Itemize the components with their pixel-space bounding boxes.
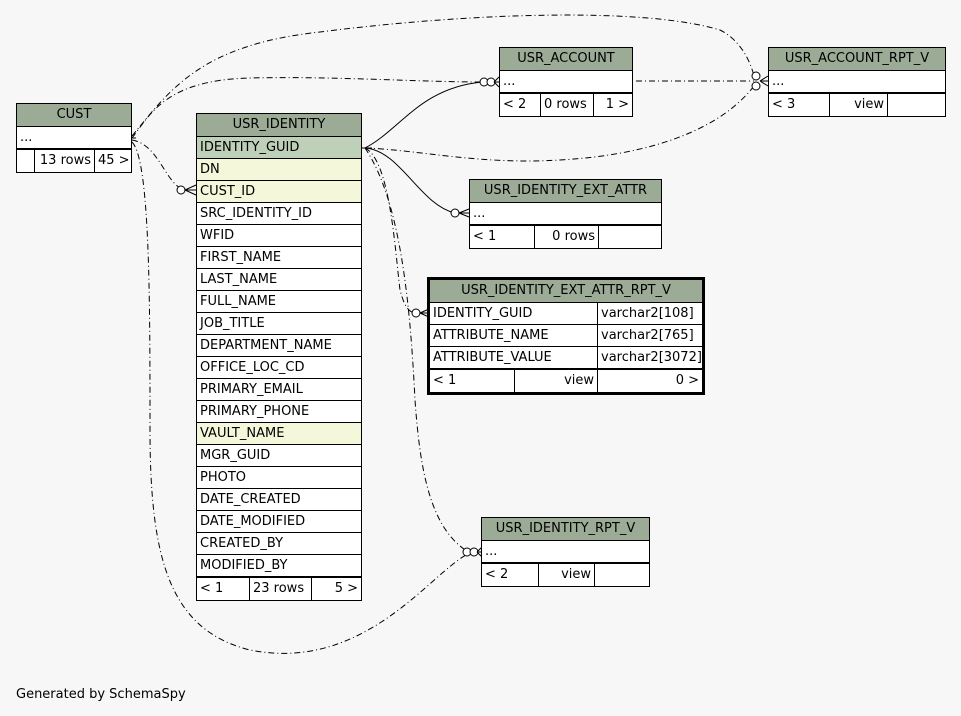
column-row: CUST_ID xyxy=(197,181,361,203)
table-usr-identity-ext-attr-header[interactable]: USR_IDENTITY_EXT_ATTR xyxy=(470,180,661,203)
table-cust-header[interactable]: CUST xyxy=(17,104,131,127)
table-usr-account-rpt-v-footer: < 3 view xyxy=(769,93,945,116)
edge-cust-to-usr-identity-rpt-v xyxy=(131,141,471,654)
column-row: IDENTITY_GUID xyxy=(197,137,361,159)
row-count: 0 rows xyxy=(534,226,598,248)
edge-cust-to-usr-account xyxy=(131,77,483,139)
parents-count: < 2 xyxy=(485,567,509,582)
table-usr-identity-rpt-v-footer: < 2 view xyxy=(482,563,649,586)
edge-usr-identity-to-usr-account-rpt-v xyxy=(364,85,755,162)
table-type: view xyxy=(829,94,887,116)
children-count: 5 > xyxy=(311,578,361,600)
column-name: ATTRIBUTE_VALUE xyxy=(433,350,552,365)
table-usr-account-header[interactable]: USR_ACCOUNT xyxy=(500,48,632,71)
column-row: DN xyxy=(197,159,361,181)
marker-ext-attr-rpt-v xyxy=(411,308,421,318)
edge-usr-identity-to-usr-account xyxy=(364,81,483,149)
column-row: VAULT_NAME xyxy=(197,423,361,445)
edge-cust-to-usr-identity xyxy=(131,139,186,191)
column-name: ATTRIBUTE_NAME xyxy=(433,328,549,343)
column-row: IDENTITY_GUID varchar2[108] xyxy=(430,303,702,325)
column-name: IDENTITY_GUID xyxy=(433,306,533,321)
marker-usr-identity-rpt-v-b xyxy=(469,547,479,557)
table-usr-identity-ext-attr-rpt-v-footer: < 1 view 0 > xyxy=(430,369,702,392)
marker-usr-identity-cust-id xyxy=(176,185,186,195)
table-usr-identity-rpt-v-row: ... xyxy=(482,541,649,563)
column-row: PHOTO xyxy=(197,467,361,489)
column-row: MGR_GUID xyxy=(197,445,361,467)
parents-count: < 1 xyxy=(200,581,224,596)
parents-count: < 3 xyxy=(772,97,796,112)
column-row: OFFICE_LOC_CD xyxy=(197,357,361,379)
crowfoot-usr-identity xyxy=(184,184,197,196)
children-count: 1 > xyxy=(593,94,632,116)
column-type: varchar2[108] xyxy=(597,303,702,324)
edge-usr-identity-to-usr-identity-rpt-v xyxy=(364,147,471,554)
table-type: view xyxy=(538,564,594,586)
table-usr-identity-rpt-v[interactable]: USR_IDENTITY_RPT_V ... < 2 view xyxy=(481,517,650,587)
marker-ext-attr xyxy=(450,208,460,218)
marker-usr-account-rpt-v-a xyxy=(751,71,761,81)
column-row: MODIFIED_BY xyxy=(197,555,361,577)
table-usr-identity-ext-attr-rpt-v-header[interactable]: USR_IDENTITY_EXT_ATTR_RPT_V xyxy=(430,280,702,303)
table-usr-account-rpt-v[interactable]: USR_ACCOUNT_RPT_V ... < 3 view xyxy=(768,47,946,117)
column-row: ATTRIBUTE_VALUE varchar2[3072] xyxy=(430,347,702,369)
crowfoot-usr-account-rpt-v xyxy=(759,75,769,87)
table-cust-row: ... xyxy=(17,127,131,149)
parents-count: < 1 xyxy=(433,373,457,388)
table-type: view xyxy=(514,370,597,392)
generated-by-note: Generated by SchemaSpy xyxy=(16,687,186,702)
table-usr-identity-ext-attr[interactable]: USR_IDENTITY_EXT_ATTR ... < 1 0 rows xyxy=(469,179,662,249)
column-type: varchar2[765] xyxy=(597,325,702,346)
table-usr-identity-ext-attr-footer: < 1 0 rows xyxy=(470,225,661,248)
table-usr-account[interactable]: USR_ACCOUNT ... < 2 0 rows 1 > xyxy=(499,47,633,117)
column-row: SRC_IDENTITY_ID xyxy=(197,203,361,225)
crowfoot-usr-account xyxy=(493,76,500,88)
column-row: FIRST_NAME xyxy=(197,247,361,269)
column-row: WFID xyxy=(197,225,361,247)
table-usr-account-rpt-v-header[interactable]: USR_ACCOUNT_RPT_V xyxy=(769,48,945,71)
table-usr-identity-rpt-v-header[interactable]: USR_IDENTITY_RPT_V xyxy=(482,518,649,541)
table-usr-identity-ext-attr-row: ... xyxy=(470,203,661,225)
row-count: 13 rows xyxy=(34,150,94,172)
table-usr-account-footer: < 2 0 rows 1 > xyxy=(500,93,632,116)
table-cust[interactable]: CUST ... 13 rows 45 > xyxy=(16,103,132,173)
column-row: JOB_TITLE xyxy=(197,313,361,335)
parents-count xyxy=(17,150,34,172)
crowfoot-ext-attr xyxy=(458,208,470,218)
children-count xyxy=(594,564,649,586)
column-row: DATE_MODIFIED xyxy=(197,511,361,533)
column-row: CREATED_BY xyxy=(197,533,361,555)
marker-usr-account-rpt-v-b xyxy=(751,81,761,91)
edge-usr-identity-to-ext-attr-rpt-v xyxy=(364,147,416,314)
row-count: 23 rows xyxy=(249,578,311,600)
edge-usr-identity-to-ext-attr xyxy=(364,147,456,214)
marker-usr-account-b xyxy=(486,77,496,87)
parents-count: < 1 xyxy=(473,229,497,244)
column-row: DEPARTMENT_NAME xyxy=(197,335,361,357)
row-count: 0 rows xyxy=(540,94,593,116)
column-type: varchar2[3072] xyxy=(597,347,702,368)
column-row: FULL_NAME xyxy=(197,291,361,313)
children-count: 45 > xyxy=(94,150,131,172)
table-usr-identity-ext-attr-rpt-v[interactable]: USR_IDENTITY_EXT_ATTR_RPT_V IDENTITY_GUI… xyxy=(427,277,705,395)
children-count xyxy=(598,226,661,248)
table-usr-identity-footer: < 1 23 rows 5 > xyxy=(197,577,361,600)
table-usr-account-row: ... xyxy=(500,71,632,93)
table-usr-identity-header[interactable]: USR_IDENTITY xyxy=(197,114,361,137)
children-count: 0 > xyxy=(597,370,702,392)
column-row: DATE_CREATED xyxy=(197,489,361,511)
children-count xyxy=(887,94,945,116)
table-usr-account-rpt-v-row: ... xyxy=(769,71,945,93)
column-row: PRIMARY_PHONE xyxy=(197,401,361,423)
table-cust-footer: 13 rows 45 > xyxy=(17,149,131,172)
column-row: PRIMARY_EMAIL xyxy=(197,379,361,401)
column-row: LAST_NAME xyxy=(197,269,361,291)
edge-cust-to-usr-account-rpt-v xyxy=(131,14,755,137)
parents-count: < 2 xyxy=(503,97,527,112)
column-row: ATTRIBUTE_NAME varchar2[765] xyxy=(430,325,702,347)
table-usr-identity[interactable]: USR_IDENTITY IDENTITY_GUID DN CUST_ID SR… xyxy=(196,113,362,601)
